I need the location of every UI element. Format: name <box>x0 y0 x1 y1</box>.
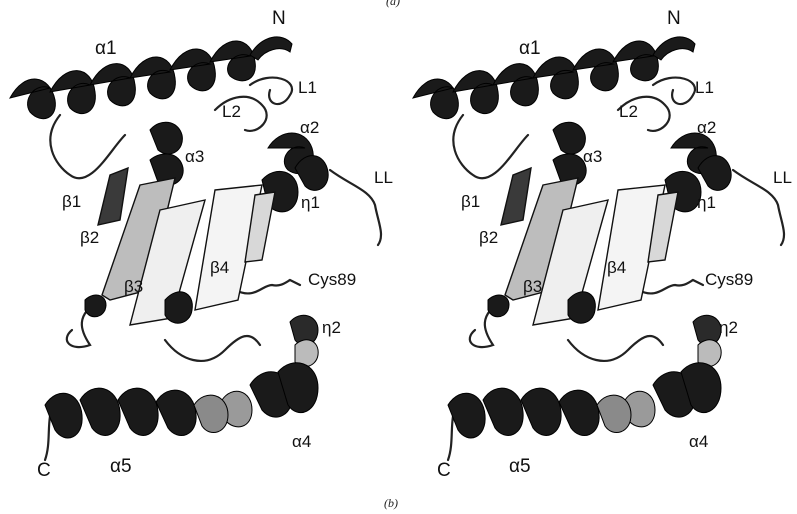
label-alpha3: α3 <box>185 147 204 167</box>
label-loop-l2: L2 <box>619 102 638 122</box>
helix-alpha3 <box>150 122 183 185</box>
stereo-view-left: N α1 L1 L2 α2 α3 LL β1 η1 β2 β4 β3 Cys89… <box>0 0 398 490</box>
label-eta2: η2 <box>322 318 341 338</box>
helix-alpha3 <box>553 122 586 185</box>
helix-alpha1 <box>10 37 292 119</box>
label-alpha4: α4 <box>292 432 311 452</box>
strand-beta1 <box>501 168 531 225</box>
helix-alpha4 <box>625 363 721 427</box>
coil-loop <box>568 336 663 361</box>
label-eta1: η1 <box>697 193 716 213</box>
label-alpha4: α4 <box>689 432 708 452</box>
label-alpha1: α1 <box>95 38 117 60</box>
label-beta4: β4 <box>210 258 229 278</box>
label-eta1: η1 <box>301 193 320 213</box>
label-beta4: β4 <box>607 258 626 278</box>
label-beta1: β1 <box>62 192 81 212</box>
helix-alpha5 <box>448 388 631 438</box>
label-c-terminus: C <box>37 460 51 482</box>
label-loop-l2: L2 <box>222 102 241 122</box>
label-alpha3: α3 <box>583 147 602 167</box>
label-alpha2: α2 <box>697 118 716 138</box>
label-loop-ll: LL <box>773 168 792 188</box>
protein-ribbon-right <box>399 0 797 490</box>
helix-alpha4 <box>222 363 318 427</box>
helix-eta2 <box>693 315 721 366</box>
cys89-sidechain <box>235 280 300 293</box>
label-alpha5: α5 <box>509 456 531 478</box>
label-loop-l1: L1 <box>695 78 714 98</box>
coil-loop <box>50 115 125 178</box>
label-n-terminus: N <box>667 8 681 30</box>
helix-alpha1 <box>413 37 695 119</box>
label-n-terminus: N <box>272 8 286 30</box>
label-c-terminus: C <box>437 460 451 482</box>
stereo-view-right: N α1 L1 L2 α2 α3 LL β1 η1 β2 β4 β3 Cys89… <box>399 0 797 490</box>
label-beta2: β2 <box>80 228 99 248</box>
helix-eta2 <box>290 315 318 366</box>
panel-b-label: (b) <box>384 496 398 511</box>
label-eta2: η2 <box>719 318 738 338</box>
strand-beta1 <box>98 168 128 225</box>
label-cys89: Cys89 <box>705 270 753 290</box>
helix-alpha5 <box>45 388 228 438</box>
label-beta1: β1 <box>461 192 480 212</box>
protein-ribbon-left <box>0 0 398 490</box>
label-beta3: β3 <box>124 277 143 297</box>
label-loop-ll: LL <box>374 168 393 188</box>
label-cys89: Cys89 <box>308 270 356 290</box>
label-beta2: β2 <box>479 228 498 248</box>
coil-loop <box>165 336 260 361</box>
cys89-sidechain <box>638 280 703 293</box>
label-alpha5: α5 <box>110 456 132 478</box>
label-loop-l1: L1 <box>298 78 317 98</box>
label-alpha1: α1 <box>519 38 541 60</box>
label-alpha2: α2 <box>300 118 319 138</box>
coil-loop <box>453 115 528 178</box>
label-beta3: β3 <box>523 277 542 297</box>
